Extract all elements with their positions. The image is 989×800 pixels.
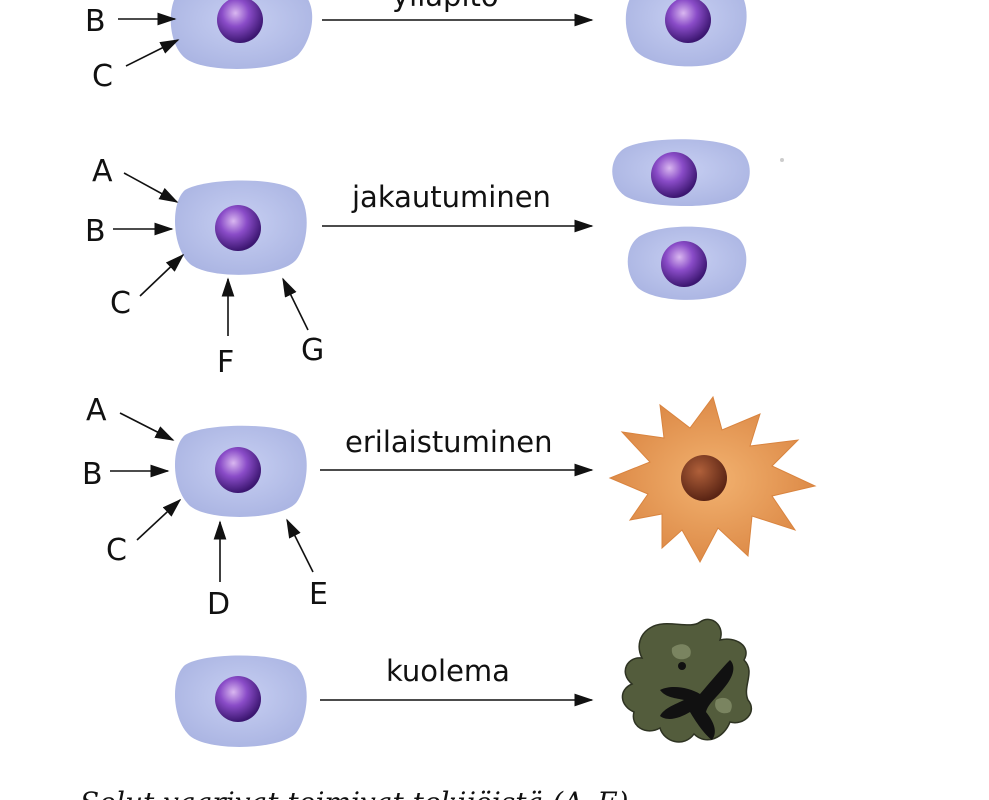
row-maintenance: B C ylläpito (85, 0, 747, 94)
nuclear-fragment (678, 662, 686, 670)
label-b: B (85, 214, 106, 249)
arrow-c (125, 39, 180, 67)
source-nucleus (215, 676, 261, 722)
figure-caption: Solut vaarivat toimivat tekijöistä (A–E) (80, 786, 629, 800)
process-label: ylläpito (392, 0, 499, 13)
label-a: A (92, 154, 113, 189)
source-nucleus (217, 0, 263, 43)
arrow-g (282, 277, 309, 331)
process-label: jakautuminen (351, 180, 551, 214)
row-death: kuolema (174, 618, 753, 747)
label-b: B (82, 457, 103, 492)
label-a: A (86, 393, 107, 428)
process-label: kuolema (386, 654, 510, 688)
label-g: G (301, 333, 324, 368)
row-division: A B C F G jakautuminen (85, 139, 784, 380)
arrow-c (136, 498, 182, 541)
speck (780, 158, 784, 162)
dead-cell (621, 618, 753, 743)
fragmented-nucleus (660, 660, 734, 740)
process-label: erilaistuminen (345, 425, 552, 459)
label-c: C (110, 286, 131, 321)
dead-cell-fragment (671, 644, 691, 660)
label-c: C (106, 533, 127, 568)
arrow-c (139, 253, 185, 297)
differentiated-nucleus (681, 455, 727, 501)
label-d: D (207, 587, 230, 622)
result-nucleus (665, 0, 711, 43)
label-c: C (92, 59, 113, 94)
label-e: E (309, 577, 328, 612)
label-b: B (85, 4, 106, 39)
source-nucleus (215, 205, 261, 251)
daughter-nucleus-bottom (661, 241, 707, 287)
row-differentiation: A B C D E erilaistuminen (82, 393, 817, 622)
arrow-e (286, 518, 314, 573)
label-f: F (217, 345, 234, 380)
source-nucleus (215, 447, 261, 493)
arrow-a (119, 412, 175, 441)
arrow-a (123, 172, 179, 203)
daughter-nucleus-top (651, 152, 697, 198)
dead-cell-fragment (715, 697, 732, 714)
